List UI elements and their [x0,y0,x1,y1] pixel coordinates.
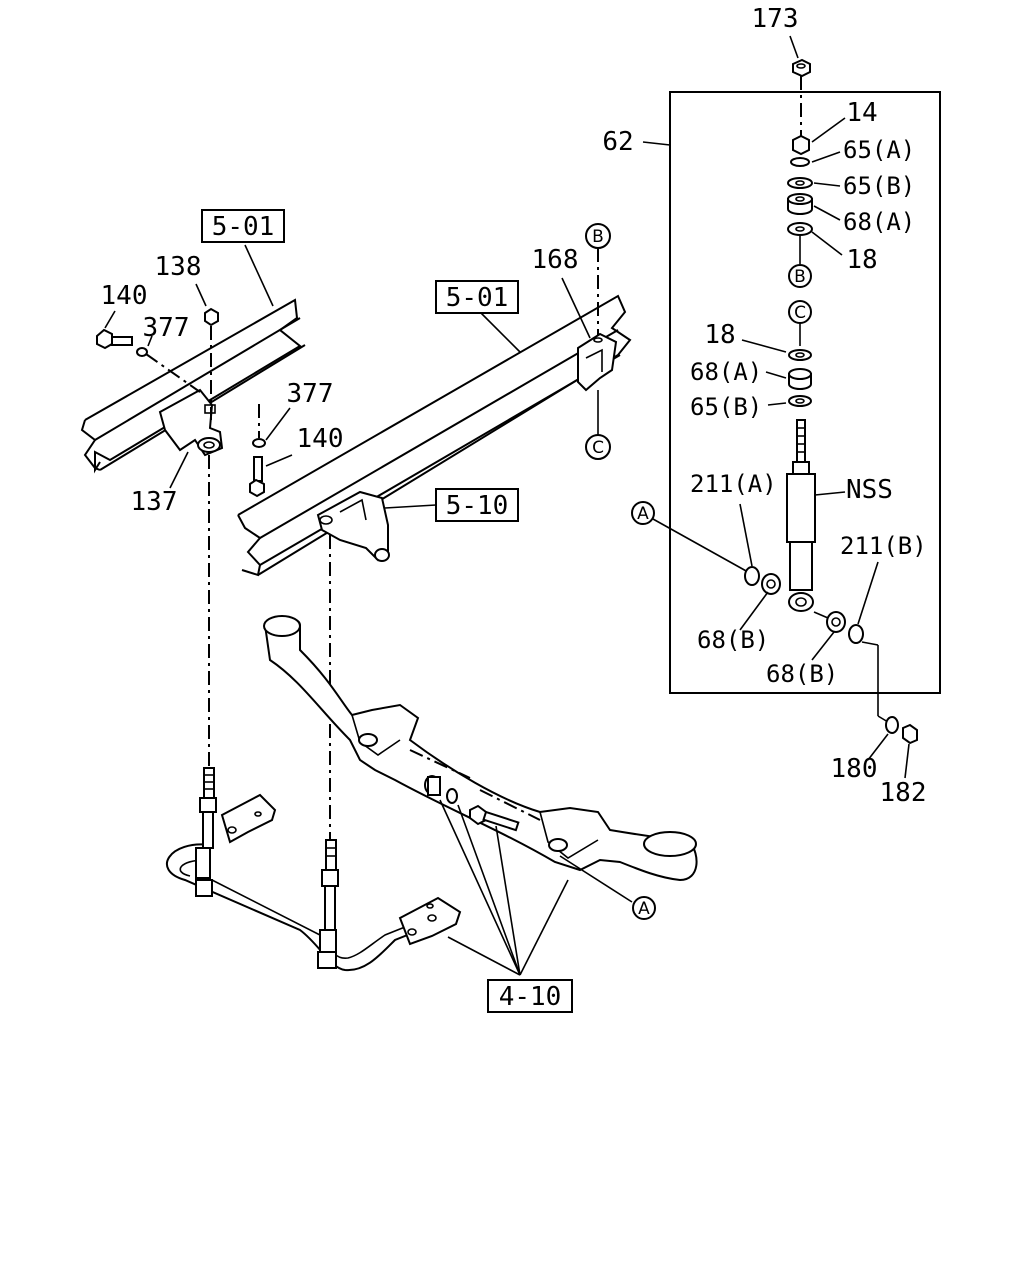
marker-a-box: A [637,504,649,524]
stabilizer-bracket-left [158,388,224,457]
callout-65b-top: 65(B) [843,172,915,200]
callout-68b-left: 68(B) [697,626,769,654]
bracket-168-shape [577,332,618,392]
ref-501-right: 5-01 [446,283,509,313]
ref-box-510 [435,488,519,522]
callout-18-top: 18 [846,245,877,275]
callout-138: 138 [155,252,202,282]
callout-182: 182 [880,778,927,808]
callout-377-right: 377 [287,379,334,409]
ref-box-501-right [435,280,519,314]
marker-b-box: B [794,267,806,287]
callout-211b: 211(B) [840,532,927,560]
nut-173-shape [792,58,811,78]
callout-140-left: 140 [101,281,148,311]
callout-65b-mid: 65(B) [690,393,762,421]
frame-rail-left [80,298,306,474]
callout-140-right: 140 [297,424,344,454]
callout-68b-right: 68(B) [766,660,838,688]
ref-410: 4-10 [499,982,562,1012]
callout-14: 14 [846,98,877,128]
callout-18-mid: 18 [704,320,735,350]
marker-c-rail: C [592,438,604,458]
callout-173: 173 [752,4,799,34]
marker-b-top: B [592,227,604,247]
callout-65a-top: 65(A) [843,136,915,164]
front-axle-shape [263,615,698,882]
callout-168: 168 [532,245,579,275]
callout-180: 180 [831,754,878,784]
callout-377-left: 377 [143,313,190,343]
marker-c-box: C [794,303,806,323]
callout-68a-mid: 68(A) [690,358,762,386]
axle-bolt-shape [469,804,520,832]
shock-kit-frame [669,91,941,694]
callout-211a: 211(A) [690,470,777,498]
ref-510: 5-10 [446,491,509,521]
stabilizer-bar-shape [165,767,462,972]
bracket-510-shape [316,490,390,562]
callout-68a-top: 68(A) [843,208,915,236]
callout-137: 137 [131,487,178,517]
ref-501-left: 5-01 [212,212,275,242]
ref-box-410 [487,979,573,1013]
ref-box-501-left [201,209,285,243]
bolt-140-left-shape [96,328,133,350]
callout-62: 62 [602,127,633,157]
shock-absorber-shape [786,419,816,612]
marker-a-axle: A [638,899,650,919]
frame-rail-right [237,294,632,577]
callout-nss: NSS [846,475,893,505]
